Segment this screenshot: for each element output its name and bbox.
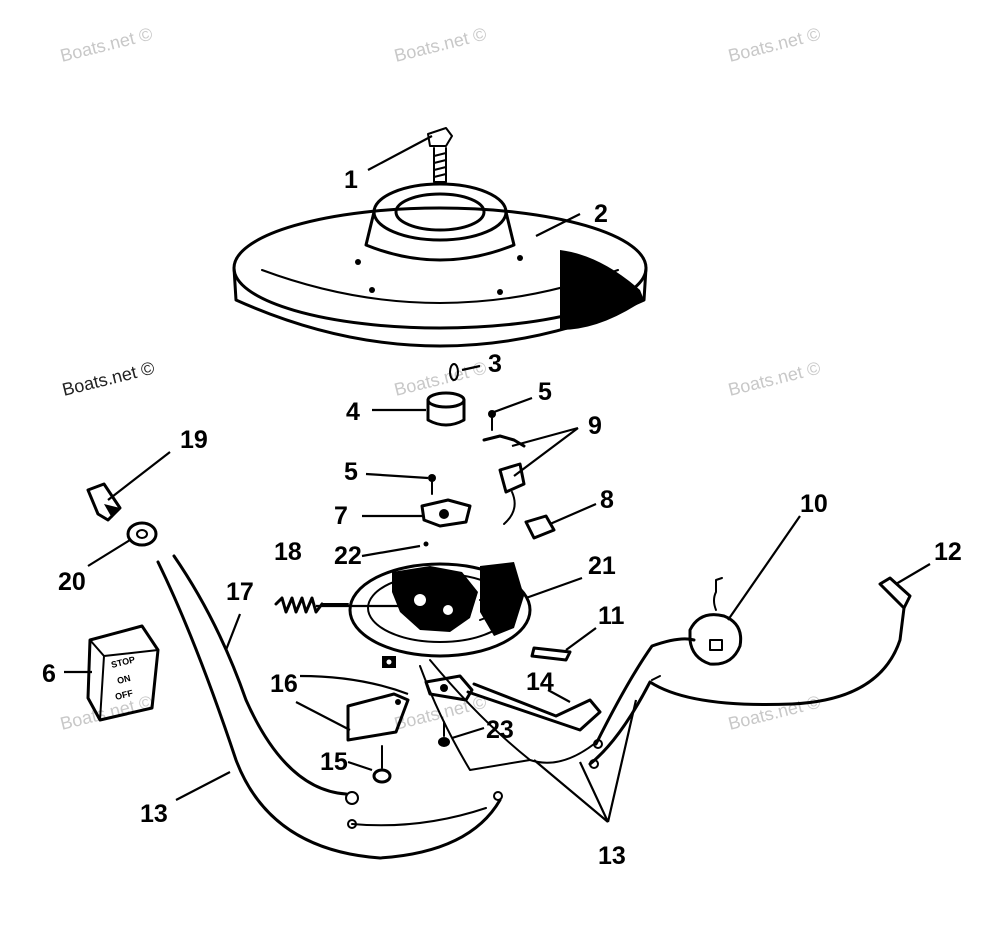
spark-plug-boot-part	[878, 576, 912, 610]
callout-17: 17	[226, 578, 254, 606]
watermark: Boats.net ©	[726, 692, 822, 734]
cam-plate-part	[346, 692, 410, 742]
screw-23-part	[438, 721, 450, 747]
bar-part	[530, 646, 572, 662]
callout-10: 10	[800, 490, 828, 518]
watermark: Boats.net ©	[726, 358, 822, 400]
callout-9: 9	[588, 412, 602, 440]
callout-8: 8	[600, 486, 614, 514]
nut-part	[126, 521, 158, 547]
watermark: Boats.net ©	[726, 24, 822, 66]
wick-part	[524, 514, 556, 540]
stop-switch-label-off: OFF	[114, 688, 134, 702]
flywheel-part	[232, 182, 648, 348]
callout-4: 4	[346, 398, 360, 426]
screw-part	[488, 410, 496, 431]
key-part	[449, 363, 459, 381]
callout-12: 12	[934, 538, 962, 566]
callout-22: 22	[334, 542, 362, 570]
callout-18: 18	[274, 538, 302, 566]
callout-2: 2	[594, 200, 608, 228]
callout-21: 21	[588, 552, 616, 580]
callout-labels: 1 2 3 4 5 9 5 8 7 19 10 18 22 12 21 20 1…	[42, 166, 962, 870]
plug-cap-part	[86, 482, 122, 522]
callout-1: 1	[344, 166, 358, 194]
wiring-harness	[156, 554, 906, 860]
watermark: Boats.net ©	[58, 692, 154, 734]
screw-15-part	[372, 745, 392, 784]
callout-23: 23	[486, 716, 514, 744]
callout-15: 15	[320, 748, 348, 776]
small-screw-part	[423, 541, 429, 547]
callout-6: 6	[42, 660, 56, 688]
spring-part	[274, 596, 349, 614]
stop-switch-label-stop: STOP	[110, 654, 136, 670]
callout-20: 20	[58, 568, 86, 596]
watermark: Boats.net ©	[392, 24, 488, 66]
callout-7: 7	[334, 502, 348, 530]
callout-5b: 5	[344, 458, 358, 486]
stator-plate-part	[348, 562, 532, 668]
callout-14: 14	[526, 668, 554, 696]
condenser-part	[482, 434, 526, 525]
callout-19: 19	[180, 426, 208, 454]
callout-16: 16	[270, 670, 298, 698]
watermark: Boats.net ©	[60, 358, 156, 400]
callout-13a: 13	[140, 800, 168, 828]
callout-5a: 5	[538, 378, 552, 406]
coil-part	[688, 577, 743, 666]
watermark: Boats.net ©	[58, 24, 154, 66]
callout-3: 3	[488, 350, 502, 378]
callout-13b: 13	[598, 842, 626, 870]
callout-11: 11	[598, 602, 625, 630]
bushing-part	[426, 391, 466, 427]
bolt-part	[427, 127, 453, 183]
points-part	[420, 474, 472, 528]
leader-lines	[64, 135, 931, 823]
stop-switch-label-on: ON	[116, 673, 132, 686]
